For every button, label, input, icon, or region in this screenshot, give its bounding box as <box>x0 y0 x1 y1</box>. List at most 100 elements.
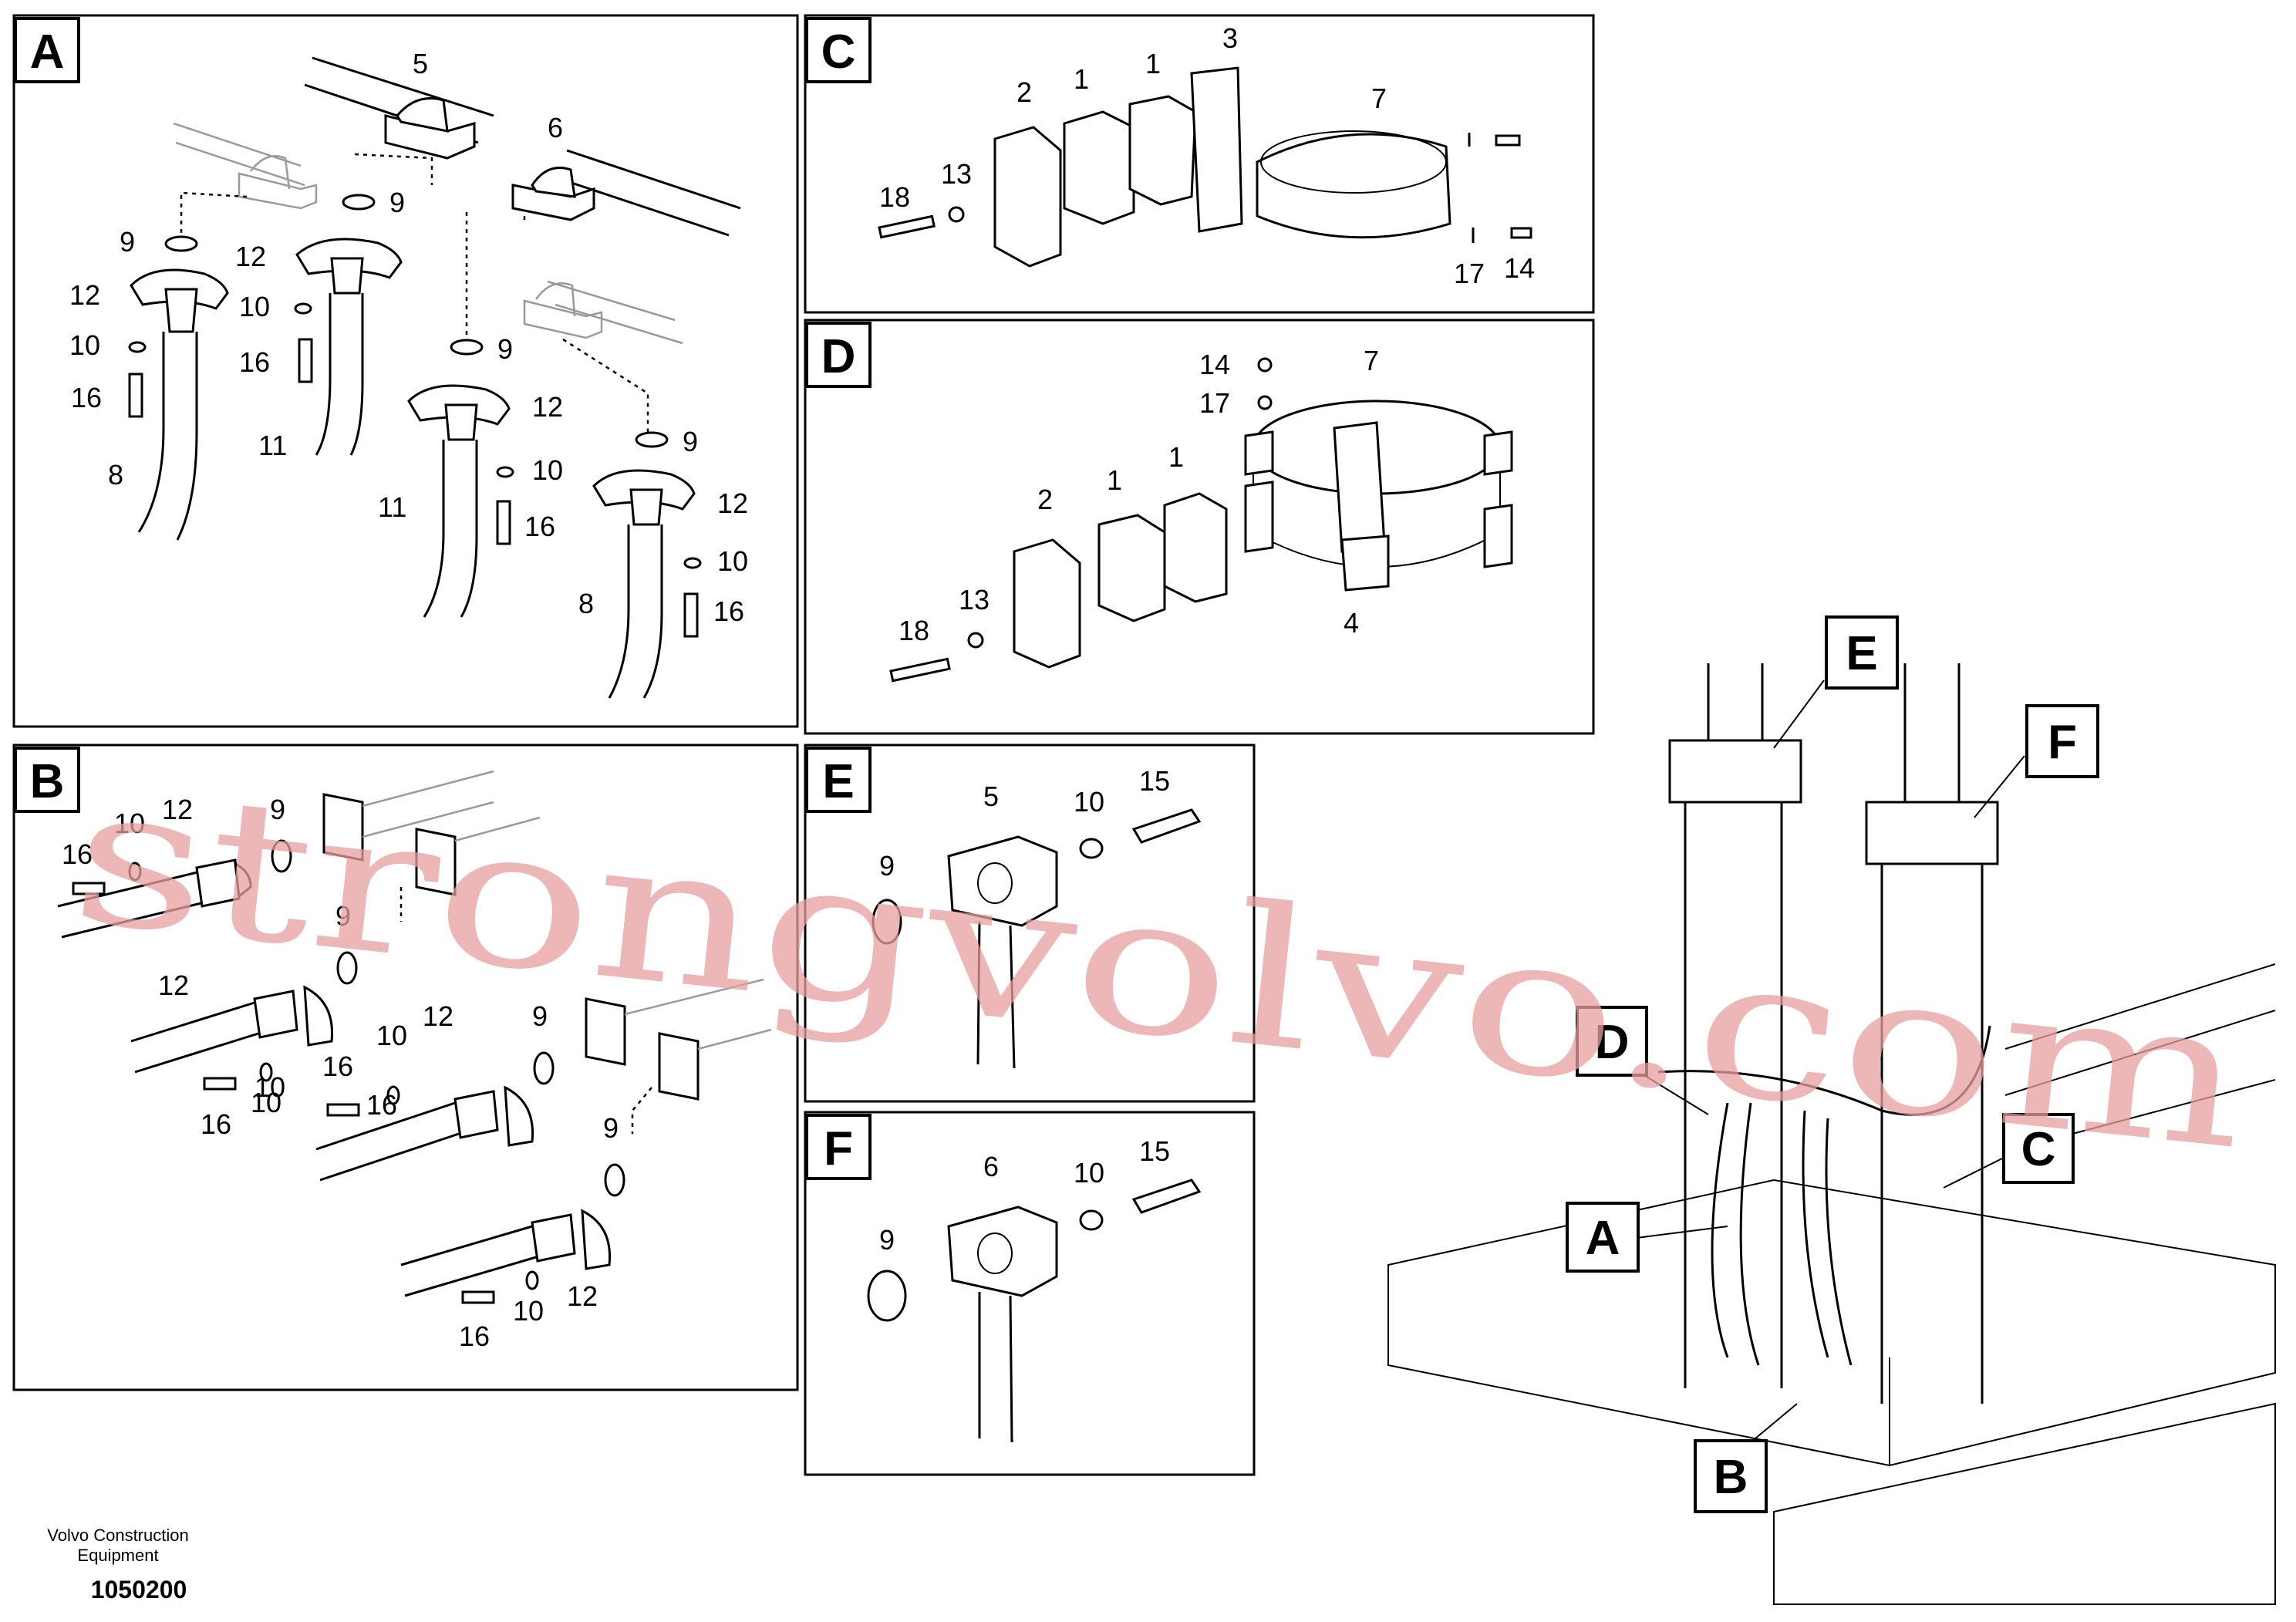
hose-fitting <box>444 403 478 441</box>
part-label: 15 <box>1139 765 1170 797</box>
pipe <box>555 149 741 237</box>
part-label: 12 <box>235 241 266 272</box>
flange-head-6 <box>531 167 576 198</box>
part-label: 10 <box>69 329 100 361</box>
part-label: 16 <box>322 1050 353 1082</box>
part-label: 16 <box>524 511 555 542</box>
hose <box>400 1225 537 1297</box>
part-label: 12 <box>423 1000 453 1032</box>
machine-overview: E F D C A B <box>1387 615 2276 1605</box>
part-label: 16 <box>713 595 744 627</box>
flange-bore <box>977 862 1013 904</box>
bolt-16 <box>461 1290 495 1304</box>
bolt-15 <box>1131 1179 1202 1214</box>
footer-maker-line2: Equipment <box>77 1546 158 1565</box>
clamp-half-1 <box>1063 110 1135 225</box>
cylinder-barrel <box>1684 802 1783 1388</box>
strap-ear <box>1244 430 1513 476</box>
panel-d-labels: 14 17 7 2 1 1 13 18 4 <box>899 345 1379 646</box>
panel-a-letter-box <box>14 17 80 83</box>
o-ring-9 <box>867 1270 907 1322</box>
callout-a-box <box>1566 1202 1640 1273</box>
part-label: 16 <box>459 1320 490 1352</box>
part-label: 1 <box>1168 441 1184 473</box>
panel-d-letter-box <box>805 322 872 388</box>
split-flange-12 <box>234 862 252 899</box>
part-label: 9 <box>335 900 351 932</box>
part-label: 9 <box>532 1000 548 1032</box>
o-ring-9 <box>336 951 358 985</box>
part-label: 4 <box>1344 607 1359 639</box>
grey-flange <box>523 282 603 339</box>
washer-10 <box>128 862 142 882</box>
flange-plate <box>585 997 626 1066</box>
flange-bore <box>977 1233 1013 1274</box>
panel-e-labels: 5 10 15 9 <box>879 765 1170 882</box>
strap-ear <box>1244 481 1513 568</box>
hose <box>978 1292 1013 1443</box>
bolt-14 <box>1257 357 1273 373</box>
part-label: 9 <box>270 794 285 825</box>
hose-fitting <box>195 858 241 908</box>
panel-d-letter: D <box>821 330 856 383</box>
part-label: 5 <box>413 48 428 79</box>
part-label: 9 <box>879 1224 895 1256</box>
callout-d-label: D <box>1595 1016 1630 1069</box>
split-flange-12 <box>504 1085 534 1147</box>
clamp-block-2 <box>993 126 1062 268</box>
o-ring-9 <box>450 339 484 356</box>
washer-10 <box>1079 1209 1104 1231</box>
part-label: 8 <box>108 459 123 491</box>
panel-a-labels: 5 6 9 9 9 9 12 12 12 12 10 10 10 10 16 1… <box>69 48 748 627</box>
callout-e-box <box>1825 615 1899 690</box>
part-label: 10 <box>532 454 563 486</box>
guide-line <box>180 153 649 432</box>
part-label: 1 <box>1107 464 1122 496</box>
cylinder-rod <box>1903 663 1961 802</box>
o-ring-9 <box>342 194 376 211</box>
washer-10 <box>496 466 514 478</box>
callout-b-box <box>1694 1439 1768 1513</box>
part-label: 17 <box>1454 258 1485 289</box>
part-label: 12 <box>717 487 748 519</box>
callout-f-label: F <box>2048 716 2077 769</box>
panel-a-letter: A <box>30 25 65 79</box>
cylinder-barrel <box>1880 864 1984 1404</box>
part-label: 16 <box>71 382 102 413</box>
part-label: 12 <box>69 279 100 311</box>
footer-maker-line1: Volvo Construction <box>47 1526 188 1545</box>
callout-c-label: C <box>2021 1123 2056 1176</box>
callout-leaders <box>1636 679 2025 1462</box>
flange-plate <box>415 828 457 896</box>
hose <box>315 1101 460 1182</box>
hose-fitting <box>253 990 298 1039</box>
part-label: 18 <box>879 181 910 213</box>
bolt-14 <box>1510 227 1532 239</box>
part-label: 10 <box>255 1071 285 1103</box>
grey-pipe <box>362 770 772 1050</box>
cylinder-head-e <box>1668 739 1802 804</box>
panel-f-letter: F <box>824 1122 853 1175</box>
bolt-15 <box>1131 808 1202 844</box>
bolt-16 <box>326 1103 360 1117</box>
part-label: 10 <box>513 1295 544 1327</box>
hose-fitting <box>629 488 663 526</box>
hose-11 <box>315 293 364 456</box>
part-label: 13 <box>959 584 990 615</box>
footer: Volvo Construction Equipment 1050200 <box>47 1526 188 1603</box>
panel-f: F 6 10 15 9 <box>804 1111 1256 1476</box>
panel-a: A <box>12 14 799 728</box>
part-label: 10 <box>1074 1157 1104 1189</box>
grey-flange <box>238 155 318 210</box>
flange-head-5 <box>396 97 449 133</box>
callout-a-label: A <box>1586 1212 1620 1265</box>
callout-b-label: B <box>1714 1451 1748 1504</box>
washer-10 <box>683 557 702 569</box>
part-label: 14 <box>1199 349 1230 380</box>
hose-fitting <box>531 1213 576 1263</box>
panel-c: C 2 1 1 3 7 13 18 17 14 <box>804 14 1595 314</box>
washer-10 <box>259 1062 273 1082</box>
callout-c-box <box>2002 1113 2075 1184</box>
part-label: 16 <box>366 1089 397 1121</box>
